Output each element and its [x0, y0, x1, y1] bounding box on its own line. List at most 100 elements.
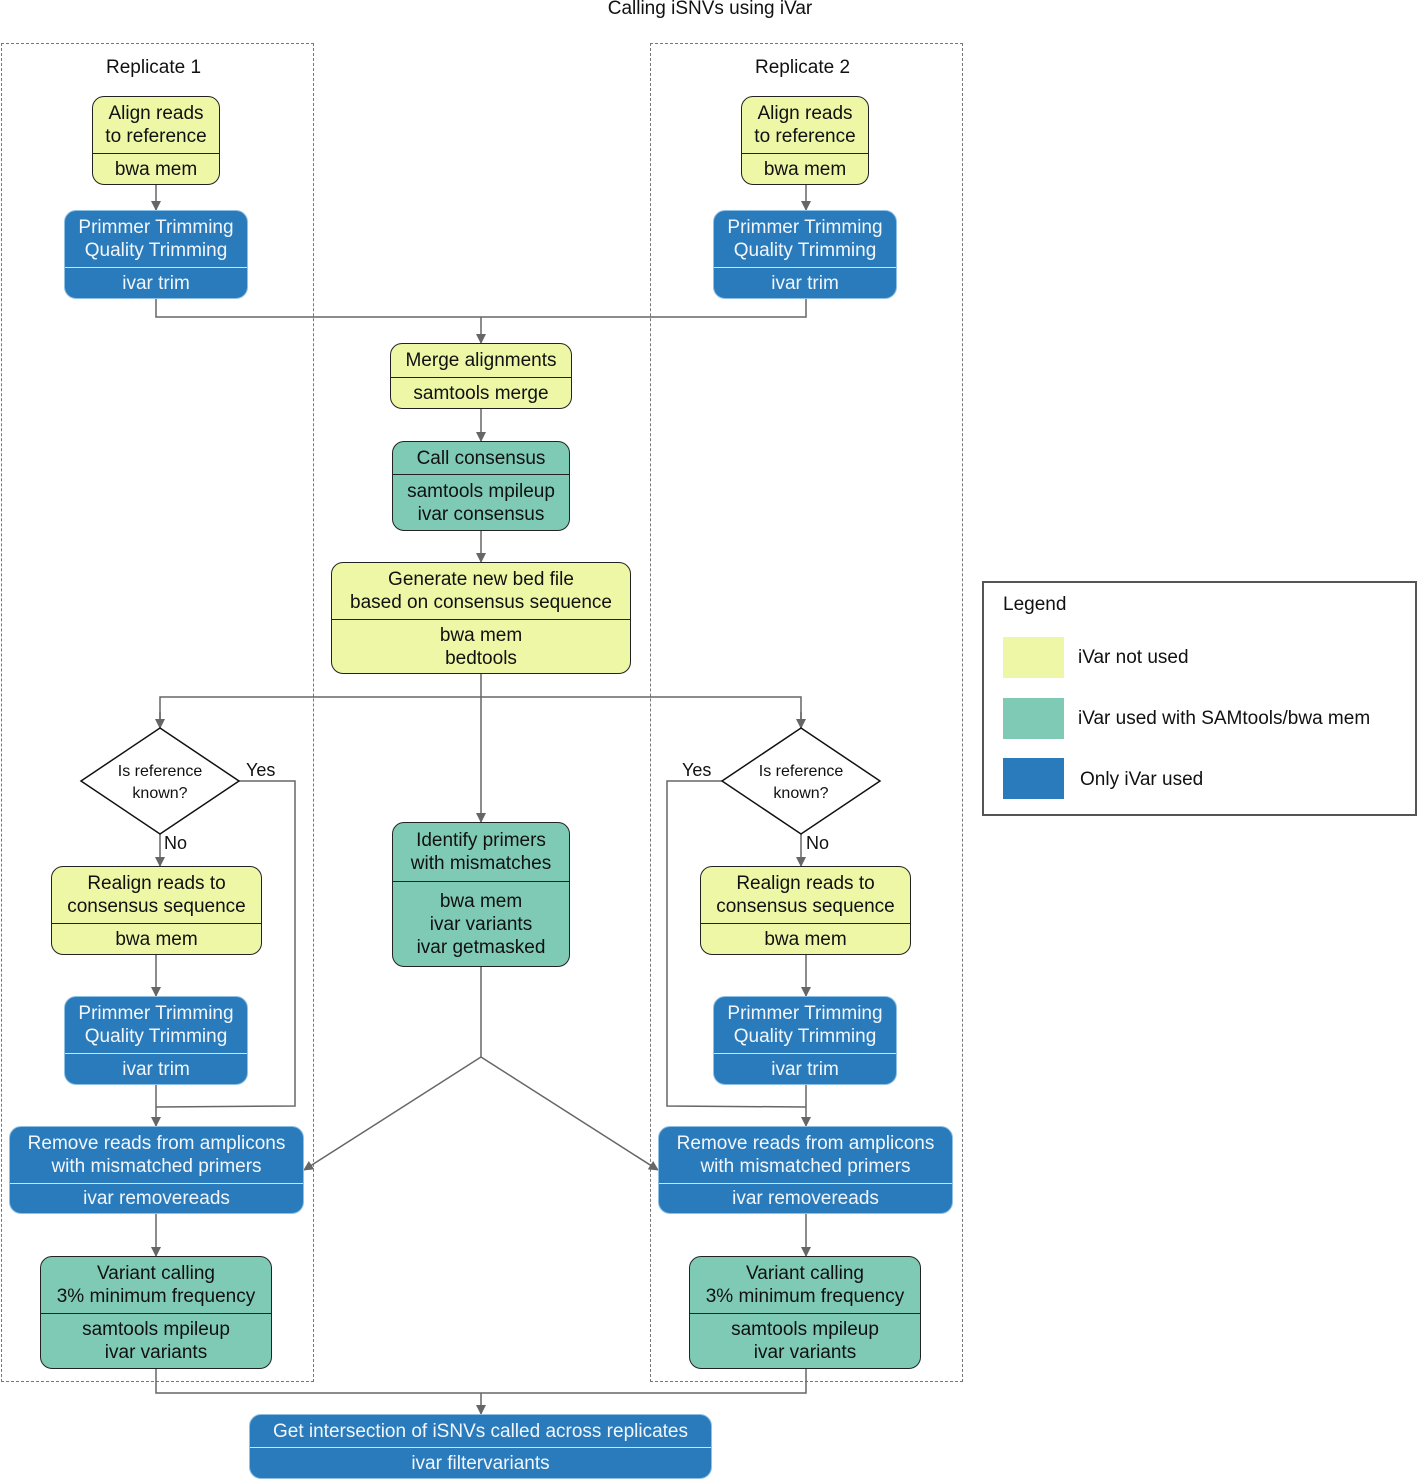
node-text-line: Variant calling [97, 1263, 215, 1284]
no-label-2: No [806, 833, 830, 853]
node-text-line: Variant calling [746, 1263, 864, 1284]
node-text-line: with mismatched primers [700, 1156, 911, 1177]
node-text-line: Remove reads from amplicons [676, 1133, 935, 1154]
node-text-line: ivar trim [771, 1058, 839, 1080]
step-description: Merge alignments [391, 344, 571, 377]
step-tools: ivar removereads [10, 1183, 303, 1213]
step-tools: bwa mem [93, 153, 219, 184]
node-text-line: samtools merge [413, 382, 549, 404]
decision-diamond-1 [79, 727, 241, 835]
yes-label-2: Yes [682, 760, 712, 780]
node-text-line: Identify primers [416, 830, 546, 851]
node-text-line: Quality Trimming [733, 240, 877, 261]
node-text-line: bwa mem [763, 158, 847, 180]
node-text-line: ivar trim [122, 1058, 190, 1080]
node-text-line: Primmer Trimming [78, 217, 234, 238]
title: Calling iSNVs using iVar [607, 0, 813, 19]
yes-label-1: Yes [246, 760, 276, 780]
node-text-line: Call consensus [416, 447, 546, 469]
node-text-line: to reference [754, 126, 856, 147]
node-text-line: bwa mem [115, 928, 198, 950]
node-text-line: 3% minimum frequency [56, 1286, 256, 1307]
node-text-line: Align reads [757, 103, 853, 124]
legend-label: iVar not used [1078, 647, 1189, 668]
node-text-line: bedtools [445, 647, 517, 669]
node-text-line: ivar getmasked [416, 936, 546, 958]
node-text-line: ivar consensus [417, 503, 545, 525]
node-text-line: ivar variants [429, 913, 533, 935]
replicate-2-label: Replicate 2 [755, 57, 851, 78]
intersect-isnvs-node: Get intersection of iSNVs called across … [249, 1414, 712, 1479]
decision-line: known? [132, 785, 188, 802]
legend-swatch-only-ivar [1003, 758, 1064, 799]
node-text-line: Primmer Trimming [727, 1003, 883, 1024]
node-text-line: Merge alignments [405, 350, 557, 371]
node-text-line: with mismatches [410, 853, 552, 874]
decision-line: known? [773, 785, 829, 802]
no-label-1: No [164, 833, 188, 853]
decision-text-1: Is reference known? [100, 761, 220, 805]
node-text-line: samtools mpileup [82, 1319, 230, 1340]
decision-text-2: Is reference known? [741, 761, 861, 805]
step-tools: ivar trim [714, 267, 896, 298]
legend-swatch-ivar-with-samtools [1003, 698, 1064, 739]
node-text-line: consensus sequence [716, 896, 895, 917]
node-text-line: Align reads [108, 103, 204, 124]
node-text-line: bwa mem [439, 890, 523, 912]
legend-label: iVar used with SAMtools/bwa mem [1078, 708, 1371, 729]
legend-title: Legend [1003, 594, 1067, 615]
step-tools: ivar trim [714, 1053, 896, 1084]
node-text-line: ivar filtervariants [411, 1452, 550, 1474]
step-tools: bwa mem [52, 923, 261, 954]
node-text-line: 3% minimum frequency [705, 1286, 905, 1307]
step-description: Call consensus [393, 442, 569, 474]
node-text-line: bwa mem [439, 624, 523, 646]
node-text-line: Realign reads to [736, 873, 875, 894]
replicate-1-group [1, 43, 314, 1382]
step-tools: ivar trim [65, 1053, 247, 1084]
node-text-line: Get intersection of iSNVs called across … [272, 1420, 688, 1442]
decision-line: Is reference [117, 763, 203, 780]
node-text-line: ivar trim [771, 272, 839, 294]
decision-line: Is reference [758, 763, 844, 780]
node-text-line: Generate new bed file [388, 569, 574, 590]
node-text-line: based on consensus sequence [350, 592, 612, 613]
legend-label: Only iVar used [1080, 769, 1204, 790]
node-text-line: Quality Trimming [84, 1026, 228, 1047]
node-text-line: bwa mem [114, 158, 198, 180]
node-text-line: ivar removereads [83, 1188, 230, 1209]
step-tools: bwa mem [742, 153, 868, 184]
step-description: Get intersection of iSNVs called across … [250, 1415, 711, 1447]
step-tools: bwa mem [701, 923, 910, 954]
step-tools: ivar filtervariants [250, 1447, 711, 1478]
legend: Legend iVar not used iVar used with SAMt… [982, 581, 1417, 816]
replicate-1-label: Replicate 1 [106, 57, 202, 78]
step-tools: ivar removereads [659, 1183, 952, 1213]
node-text-line: Quality Trimming [733, 1026, 877, 1047]
node-text-line: Primmer Trimming [78, 1003, 234, 1024]
legend-swatch-ivar-not-used [1003, 637, 1064, 678]
node-text-line: Quality Trimming [84, 240, 228, 261]
